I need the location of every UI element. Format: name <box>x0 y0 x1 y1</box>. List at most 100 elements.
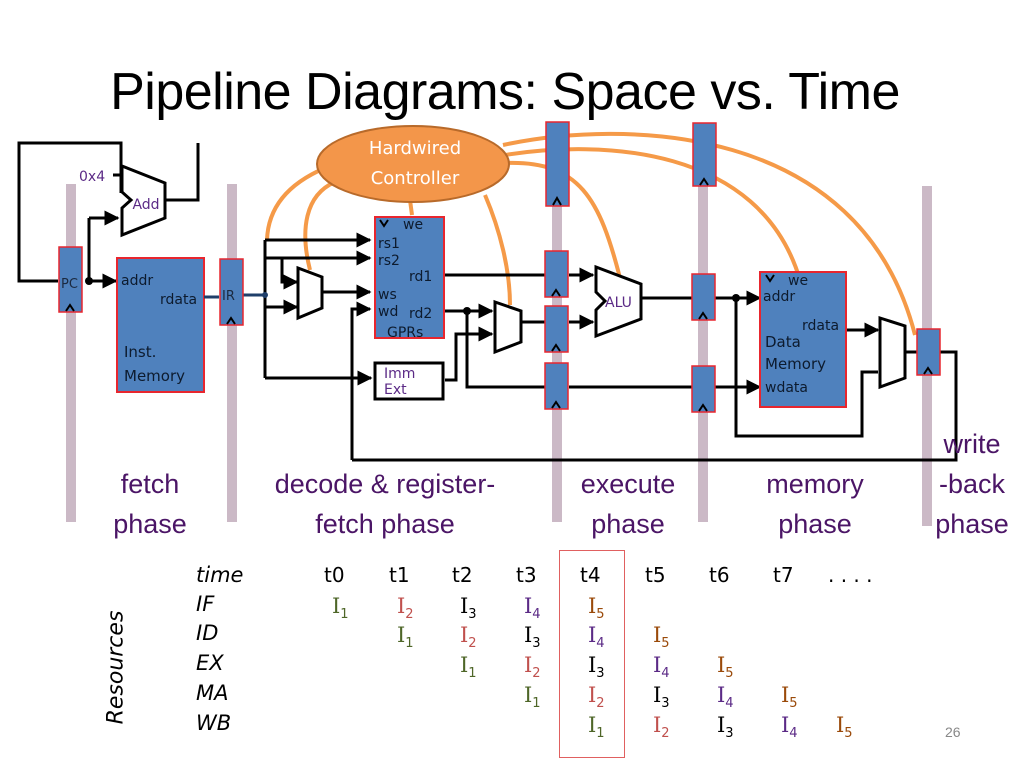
pipeline-cell: I5 <box>717 653 734 682</box>
imm-ext-unit <box>373 361 445 401</box>
execute-reg-store <box>544 362 569 410</box>
pipeline-cell: I5 <box>588 594 605 623</box>
data-mem-we: we <box>788 273 808 289</box>
phase-line: decode & register- <box>274 469 496 499</box>
memory-reg-alu-out <box>691 273 716 321</box>
imm-ext-label-1: Imm <box>384 366 415 382</box>
pc-label: PC <box>61 277 78 292</box>
gpr-we: we <box>403 217 423 233</box>
ir-register <box>219 258 244 326</box>
phase-label-writeback: write -back phase <box>922 424 1022 544</box>
time-tick: t5 <box>645 563 666 587</box>
data-mem-wdata: wdata <box>765 380 808 396</box>
pipeline-cell: I5 <box>653 623 670 652</box>
inst-mem-rdata: rdata <box>160 292 197 308</box>
stage-label: WB <box>196 711 232 735</box>
pipeline-cell: I5 <box>781 683 798 712</box>
pipeline-cell: I3 <box>524 623 541 652</box>
clock-icon <box>551 343 561 352</box>
pipeline-cell: I1 <box>332 594 349 623</box>
writeback-mux <box>878 315 907 390</box>
phase-line: fetch phase <box>315 509 455 539</box>
phase-line: phase <box>113 509 187 539</box>
control-wire <box>483 194 512 306</box>
data-mem-addr: addr <box>763 289 795 305</box>
memory-reg-store <box>691 365 716 413</box>
junction-dot <box>732 294 740 302</box>
pipeline-cell: I4 <box>524 594 541 623</box>
pipeline-cell: I4 <box>653 653 670 682</box>
data-wires <box>17 141 958 462</box>
pipeline-cell: I4 <box>717 683 734 712</box>
gpr-rs1: rs1 <box>378 236 400 252</box>
pipeline-cell: I1 <box>524 683 541 712</box>
pipeline-cell: I2 <box>397 594 414 623</box>
phase-line: write <box>943 429 1001 459</box>
execute-registers <box>544 121 570 410</box>
time-tick: t1 <box>389 563 410 587</box>
time-tick: . . . . <box>828 563 873 587</box>
clock-icon <box>699 177 709 186</box>
write-select-mux <box>296 265 324 321</box>
memory-control-register <box>692 122 717 187</box>
pipeline-cell: I2 <box>653 713 670 742</box>
pipeline-cell: I5 <box>836 713 853 742</box>
gpr-file <box>374 216 445 339</box>
clock-icon <box>698 311 708 320</box>
pipeline-cell: I1 <box>397 623 414 652</box>
clock-icon <box>552 195 562 206</box>
pipeline-cell: I1 <box>460 653 477 682</box>
time-tick: t4 <box>580 563 601 587</box>
inst-mem-name-1: Inst. <box>124 343 156 361</box>
gpr-rd1: rd1 <box>409 269 432 285</box>
operand-mux <box>493 299 523 355</box>
phase-line: phase <box>778 509 852 539</box>
stage-label: MA <box>196 681 229 705</box>
gpr-rd2: rd2 <box>409 306 432 322</box>
gpr-wd: wd <box>378 304 398 320</box>
junction-dot <box>463 307 471 315</box>
stage-label: IF <box>196 592 215 616</box>
data-mem-name-2: Memory <box>765 355 826 373</box>
adder <box>120 163 167 238</box>
phase-label-decode: decode & register- fetch phase <box>240 464 530 544</box>
gpr-name: GPRs <box>387 325 423 341</box>
pipeline-cell: I3 <box>460 594 477 623</box>
phase-label-execute: execute phase <box>563 464 693 544</box>
alu <box>594 264 643 339</box>
memory-registers <box>691 122 717 413</box>
time-tick: t7 <box>773 563 794 587</box>
phase-label-memory: memory phase <box>745 464 885 544</box>
clock-icon <box>65 303 75 312</box>
clock-icon <box>551 288 561 297</box>
execute-control-register <box>545 121 570 207</box>
hardwired-controller <box>316 125 510 203</box>
phase-line: phase <box>591 509 665 539</box>
inst-mem-addr: addr <box>121 273 153 289</box>
writeback-register <box>916 328 941 376</box>
junction-dot <box>85 277 93 285</box>
time-tick: t6 <box>709 563 730 587</box>
resources-axis-label: Resources <box>103 610 129 725</box>
pipeline-cell: I2 <box>588 683 605 712</box>
clock-icon <box>923 366 933 375</box>
pipeline-cell: I3 <box>653 683 670 712</box>
clock-icon <box>226 316 236 325</box>
execute-reg-b <box>544 305 569 353</box>
controller-label-1: Hardwired <box>369 138 461 159</box>
junction-dot <box>262 292 268 298</box>
ir-label: IR <box>222 289 235 304</box>
time-tick: t0 <box>324 563 345 587</box>
phase-line: phase <box>935 509 1009 539</box>
inst-mem-name-2: Memory <box>124 367 185 385</box>
gpr-rs2: rs2 <box>378 253 400 269</box>
control-wire <box>504 160 622 279</box>
datapath-diagram: Hardwired Controller <box>17 121 958 526</box>
page-number: 26 <box>945 724 961 740</box>
pipeline-cell: I4 <box>588 623 605 652</box>
data-mem-name-1: Data <box>765 333 801 351</box>
control-wire <box>265 166 326 241</box>
stage-label: EX <box>196 651 224 675</box>
phase-line: memory <box>766 469 864 499</box>
clock-icon <box>379 219 389 228</box>
